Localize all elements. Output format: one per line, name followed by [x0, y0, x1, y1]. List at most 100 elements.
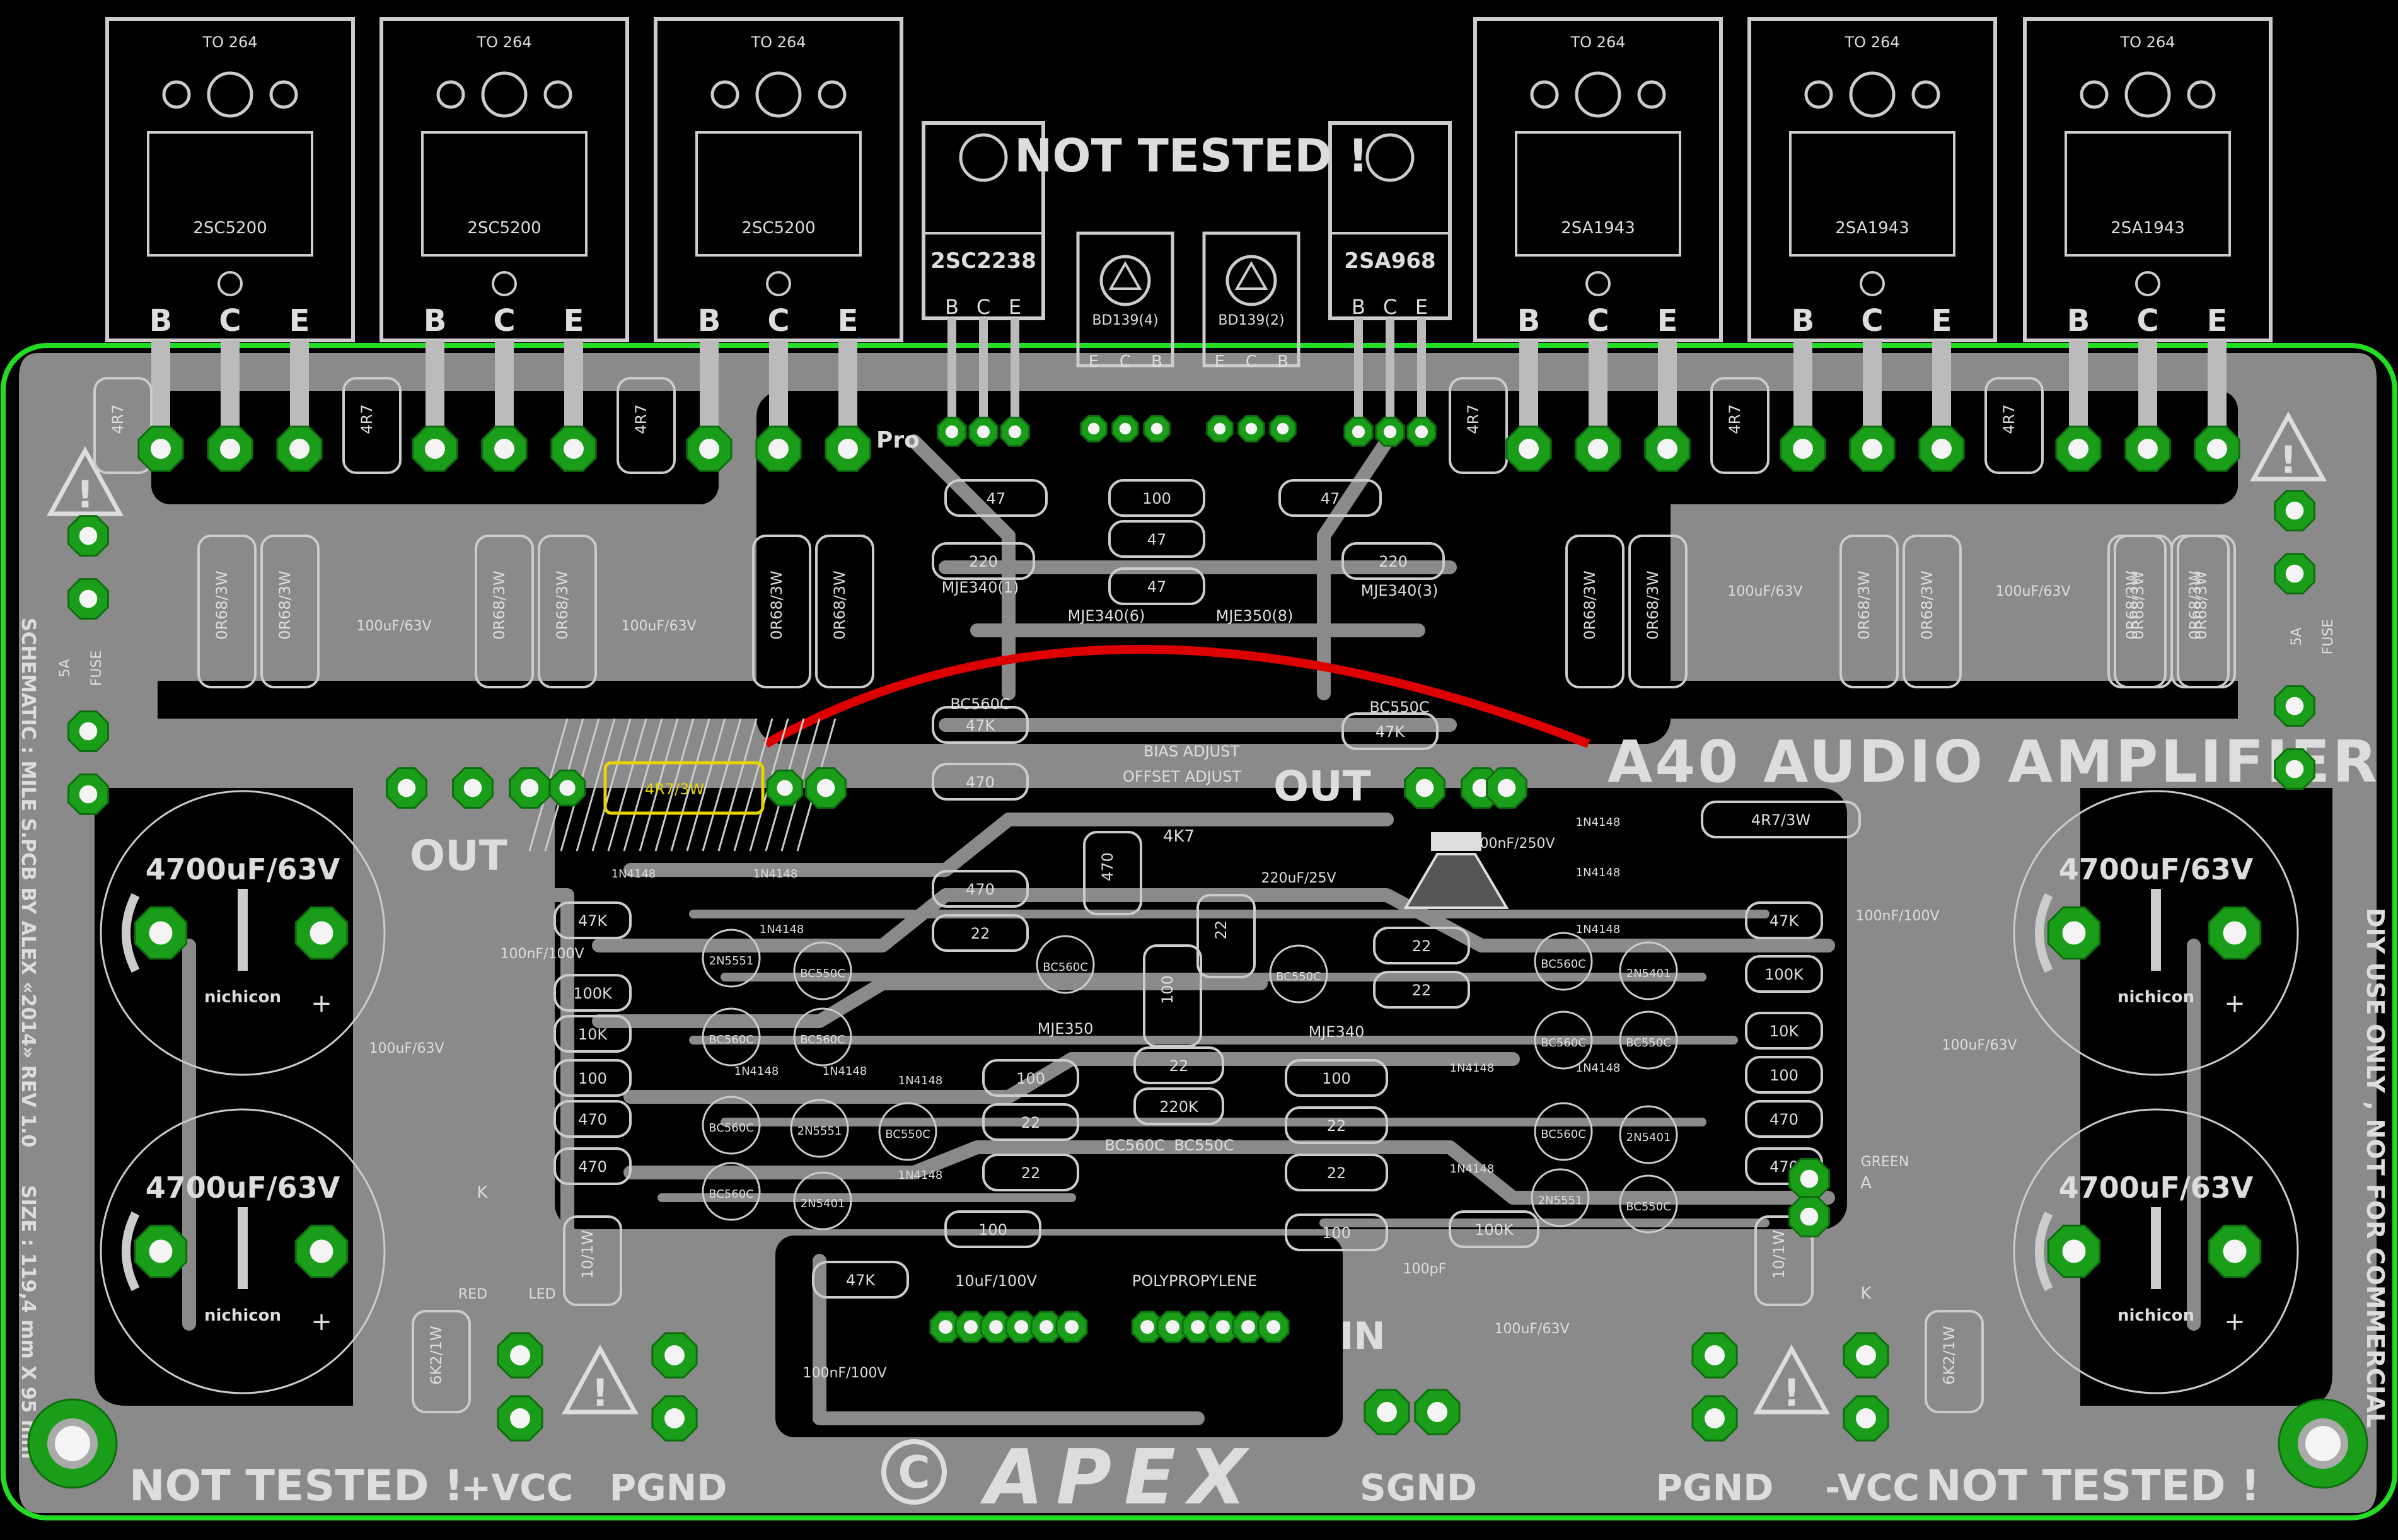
resistor: 10/1W	[563, 1215, 622, 1306]
pgnd-left-label: PGND	[610, 1466, 727, 1509]
resistor-label: 22	[1412, 981, 1432, 999]
solder-pad	[2208, 1224, 2262, 1278]
side-left-text-2: PCB BY ALEX «2014» REV 1.0	[17, 838, 39, 1147]
small-transistor: BC550C	[1619, 1010, 1678, 1070]
resistor-label: 100K	[1764, 966, 1804, 983]
solder-pad	[1404, 767, 1445, 809]
resistor-label: 47K	[1376, 723, 1406, 741]
solder-pad	[1257, 1311, 1290, 1343]
resistor: 470	[932, 870, 1029, 908]
capacitor-label: 100pF	[1403, 1261, 1447, 1277]
resistor: 100	[1143, 944, 1202, 1048]
solder-pad	[1788, 1158, 1830, 1200]
fuse-label: FUSE	[89, 651, 105, 686]
resistor-label: 4R7/3W	[1751, 811, 1810, 829]
resistor-label: 4R7	[2000, 404, 2018, 434]
resistor: 4R7	[342, 377, 402, 474]
resistor-label: 0R68/3W	[1918, 570, 1936, 640]
resistor-label: 4R7	[1464, 404, 1482, 434]
polarity-mark: +	[311, 989, 332, 1018]
resistor-label: 0R68/3W	[490, 570, 508, 640]
transistor-label: 2N5401	[1626, 967, 1671, 980]
solder-pad	[1691, 1395, 1738, 1442]
resistor: 0R68/3W	[197, 535, 257, 688]
small-transistor: 2N5551	[702, 929, 761, 988]
led-pin-label: K	[1860, 1284, 1872, 1303]
speaker-icon	[1403, 832, 1509, 909]
pin-label: C	[1861, 303, 1883, 339]
svg-text:!: !	[1783, 1371, 1800, 1415]
solder-pad	[1691, 1332, 1738, 1379]
resistor-label: 220	[969, 553, 998, 570]
solder-pad	[497, 1332, 543, 1379]
capacitor-value: 4700uF/63V	[2059, 852, 2254, 886]
diode-label: 1N4148	[760, 923, 804, 936]
solder-pad	[1486, 767, 1527, 809]
resistor-label: 6K2/1W	[427, 1326, 445, 1384]
diode-label: 1N4148	[1450, 1162, 1495, 1176]
resistor: 47K	[1341, 712, 1439, 750]
resistor-label: 0R68/3W	[1644, 570, 1662, 640]
resistor: 22	[1373, 971, 1470, 1009]
resistor-label: 47K	[1770, 912, 1800, 930]
solder-pad	[805, 767, 847, 809]
fuse-label: FUSE	[2320, 619, 2336, 655]
resistor-label: 47	[1321, 490, 1340, 507]
transistor-label: BC550C	[800, 967, 845, 980]
resistor: 100	[1108, 479, 1205, 517]
resistor: 0R68/3W	[2170, 535, 2230, 688]
diode-label: 1N4148	[898, 1169, 943, 1182]
capacitor-brand: nichicon	[204, 1306, 281, 1325]
pin-label: C	[1246, 352, 1257, 371]
transistor-label: BC550C	[1626, 1036, 1671, 1050]
resistor: 22	[982, 1103, 1079, 1141]
solder-pad	[1644, 426, 1691, 472]
led-label: RED	[458, 1287, 487, 1302]
pin-label: C	[976, 295, 990, 319]
mounting-holes	[27, 1398, 2368, 1489]
small-transistor: BC560C	[702, 1096, 761, 1155]
resistor-label: 100	[1322, 1070, 1351, 1087]
diode-label: 1N4148	[1576, 816, 1621, 829]
pin-label: B	[149, 303, 173, 339]
transistor-label: BC550C	[885, 1128, 930, 1141]
part-label: 2SC2238	[930, 248, 1036, 274]
resistor: 470	[553, 1147, 632, 1185]
pin-label: E	[1932, 303, 1952, 339]
side-left-text-3: SIZE : 119,4 mm X 95 mm	[17, 1185, 39, 1459]
small-transistor: 2N5551	[790, 1099, 849, 1158]
transistor-label: BC560C	[1043, 961, 1088, 974]
resistor: 22	[1285, 1106, 1388, 1144]
transistor-label: 2N5401	[1626, 1131, 1671, 1144]
resistor: 4R7	[1449, 377, 1508, 474]
solder-pad	[2055, 426, 2102, 472]
solder-pad	[412, 426, 458, 472]
bulk-capacitors: 4700uF/63Vnichicon+4700uF/63Vnichicon+47…	[100, 790, 2299, 1394]
pin-label: E	[1009, 295, 1021, 319]
solder-pad	[825, 426, 871, 472]
solder-pad	[207, 426, 253, 472]
solder-pad	[2124, 426, 2171, 472]
resistor-label: 22	[1327, 1164, 1347, 1182]
resistor-label: 0R68/3W	[831, 570, 849, 640]
transistor-label: BC550C	[1276, 970, 1321, 983]
part-label: 2SA968	[1344, 248, 1435, 274]
solder-pad	[134, 1224, 188, 1278]
solder-pad	[1849, 426, 1896, 472]
solder-pad	[509, 767, 550, 809]
led-pin-label: A	[1860, 1174, 1872, 1193]
resistor: 22	[1196, 894, 1256, 978]
resistor: 0R68/3W	[475, 535, 534, 688]
diode-label: 1N4148	[753, 867, 798, 881]
resistor-label: 22	[1212, 920, 1230, 940]
transistor-label: BC560C	[800, 1033, 845, 1046]
resistor-label: 0R68/3W	[1855, 570, 1873, 640]
solder-pad	[1207, 1311, 1239, 1343]
solder-pad	[1055, 1311, 1088, 1343]
resistor-label: 100	[578, 1070, 607, 1087]
svg-text:!: !	[591, 1371, 608, 1415]
solder-pad	[548, 769, 586, 807]
